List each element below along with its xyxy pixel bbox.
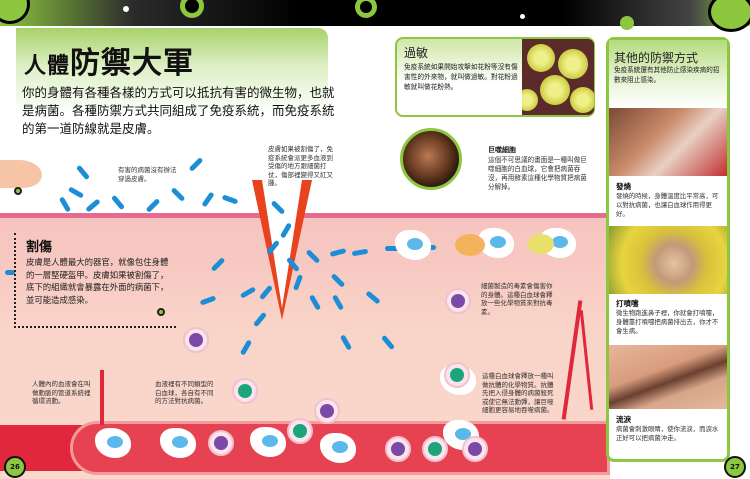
white-blood-cell-icon	[445, 288, 471, 314]
engulfed-germ-icon	[528, 234, 554, 254]
other-defenses-intro: 免疫系統還有其他防止感染疾病的招數來阻止感染。	[614, 66, 720, 84]
fever-photo	[609, 108, 727, 176]
title-main: 防禦大軍	[70, 46, 195, 81]
macrophage-heading: 巨噬細胞	[488, 146, 516, 154]
engulfed-germ-icon	[455, 234, 485, 256]
germ-icon	[85, 198, 101, 213]
sneeze-paragraph: 微生物跑進鼻子裡，你就會打噴嚏，身體靠打噴嚏把病菌排出去，你才不會生病。	[616, 309, 719, 335]
germ-icon	[201, 191, 215, 208]
title-panel	[16, 28, 328, 136]
allergy-paragraph: 免疫系統如果開始攻擊如花粉等沒有傷害性的外來物，就叫做過敏。對花粉過敏就叫做花粉…	[404, 63, 518, 91]
tears-photo	[609, 345, 727, 409]
intro-paragraph: 你的身體有各種各樣的方式可以抵抗有害的微生物，也就是病菌。各種防禦方式共同組成了…	[22, 85, 335, 136]
germ-icon	[145, 198, 161, 213]
pollen-image	[522, 39, 594, 115]
fever-heading: 發燒	[616, 182, 631, 191]
macrophage-image	[400, 128, 462, 190]
white-dot-icon	[520, 14, 525, 19]
white-blood-cell-icon	[232, 378, 258, 404]
germ-icon	[385, 246, 401, 251]
sneeze-photo	[609, 226, 727, 294]
germ-icon	[58, 196, 72, 213]
callout-dot-icon	[157, 308, 165, 316]
macrophage-cell-icon	[320, 433, 356, 463]
green-bubble-icon	[708, 0, 750, 32]
white-blood-cell-icon	[462, 436, 488, 462]
white-blood-cell-icon	[385, 436, 411, 462]
white-blood-cell-icon	[287, 418, 313, 444]
caption-wound-response: 皮膚如果被割傷了，免疫系統會派更多血液到受傷的地方跟細菌打仗，傷部裡變得又紅又腫…	[268, 145, 333, 187]
cut-paragraph: 皮膚是人體最大的器官，就像包住身體的一層堅硬盔甲。皮膚如果被割傷了，底下的組織就…	[26, 257, 169, 305]
tears-paragraph: 病菌會刺激眼睛，使你流淚，而淚水正好可以把病菌沖走。	[616, 425, 719, 442]
white-blood-cell-icon	[444, 362, 470, 388]
green-ring-icon	[180, 0, 204, 18]
other-defenses-heading: 其他的防禦方式	[614, 51, 699, 65]
page-number-right: 27	[724, 456, 746, 478]
caption-wbc-types: 血液裡有不同類型的白血球，各自有不同的方法對抗病菌。	[155, 380, 214, 405]
white-blood-cell-icon	[314, 398, 340, 424]
hand-illustration	[0, 160, 42, 188]
germ-icon	[75, 164, 91, 181]
tears-heading: 流淚	[616, 415, 631, 424]
caption-toxins: 細菌製造的毒素會傷害你的身體。這種白血球會釋放一些化學物質來對抗毒素。	[481, 282, 553, 316]
white-blood-cell-icon	[183, 327, 209, 353]
macrophage-cell-icon	[250, 427, 286, 457]
cut-heading: 割傷	[26, 240, 53, 255]
caption-antibodies: 這種白血球會釋放一種叫做抗體的化學物質。抗體先把入侵身體的病菌殺死或使它無法動彈…	[482, 372, 554, 414]
germ-icon	[170, 187, 186, 202]
page-title: 人體防禦大軍	[24, 38, 194, 82]
white-blood-cell-icon	[422, 436, 448, 462]
cut-callout-border	[14, 233, 176, 328]
fever-paragraph: 發燒的時候，身體溫度比平常高，可以對抗病菌，也讓白血球作用得更好。	[616, 192, 719, 218]
caption-blood-flow: 人體內的血液會在叫做動脈的管道系統裡循環流動。	[32, 380, 91, 405]
page-number-left: 26	[4, 456, 26, 478]
green-dot-icon	[620, 16, 634, 30]
germ-icon	[188, 157, 204, 172]
callout-dot-icon	[14, 187, 22, 195]
germ-icon	[110, 194, 126, 211]
germ-icon	[67, 186, 85, 199]
white-blood-cell-icon	[208, 430, 234, 456]
macrophage-cell-icon	[95, 428, 131, 458]
macrophage-cell-icon	[395, 230, 431, 260]
macrophage-cell-icon	[160, 428, 196, 458]
caption-skin-barrier: 有害的病菌沒有辦法穿過皮膚。	[118, 166, 177, 183]
allergy-heading: 過敏	[404, 46, 429, 60]
green-ring-icon	[355, 0, 377, 18]
other-defenses-header	[609, 40, 727, 108]
title-prefix: 人體	[24, 54, 71, 79]
white-dot-icon	[123, 6, 129, 12]
germ-icon	[221, 194, 239, 205]
germ-icon	[5, 270, 15, 275]
sneeze-heading: 打噴嚏	[616, 299, 639, 308]
capillary	[100, 370, 104, 425]
macrophage-paragraph: 這個不可思議的畫面是一種叫做巨噬細胞的白血球，它會把病菌吞沒，再用酵素這種化學物…	[488, 156, 587, 191]
